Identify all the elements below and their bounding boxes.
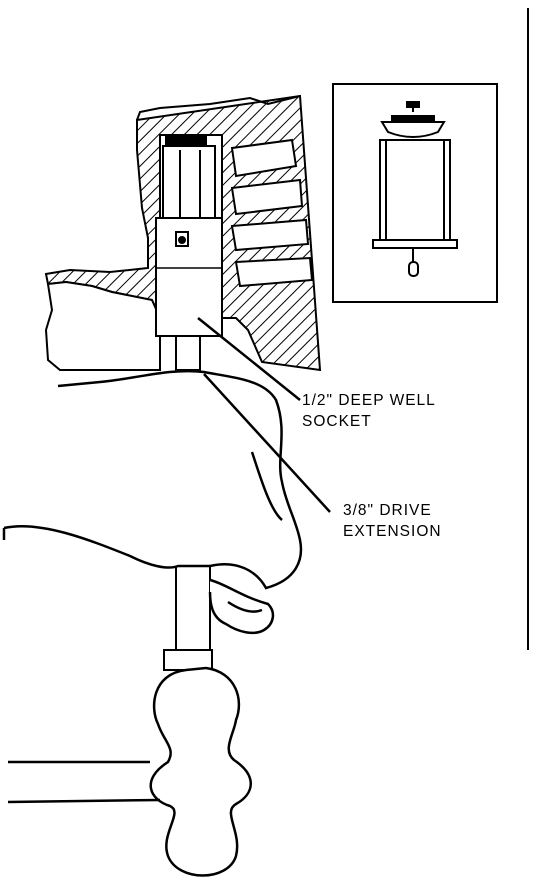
- deep-well-socket: [155, 135, 223, 337]
- inset-detail: [332, 83, 498, 303]
- extension-label-line2: EXTENSION: [343, 523, 442, 540]
- extension-label-line1: 3/8" DRIVE: [343, 502, 432, 519]
- extension-callout: 3/8" DRIVE EXTENSION: [343, 500, 442, 542]
- socket-label-line2: SOCKET: [302, 413, 372, 430]
- leader-lines: [197, 317, 331, 513]
- socket-callout: 1/2" DEEP WELL SOCKET: [302, 390, 436, 432]
- ratchet-handle: [7, 666, 252, 877]
- socket-label-line1: 1/2" DEEP WELL: [302, 392, 436, 409]
- hand: [2, 369, 303, 635]
- drive-extension: [163, 335, 213, 671]
